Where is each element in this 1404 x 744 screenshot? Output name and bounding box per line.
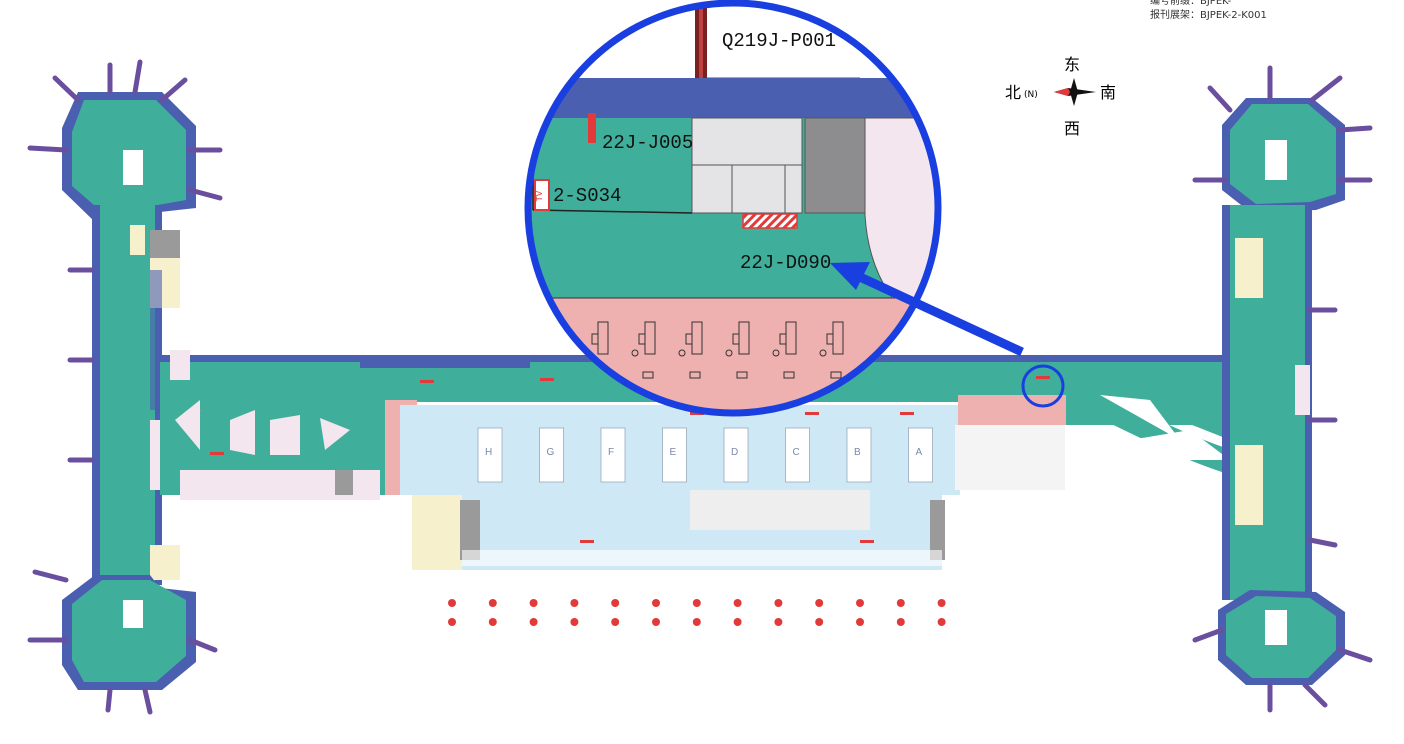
gate-marker-lower [611, 618, 620, 626]
seat-arm [826, 333, 834, 345]
gate-marker-upper [529, 599, 538, 607]
gate-marker-upper [774, 599, 783, 607]
counter-letter: H [485, 447, 492, 458]
check-in-islands [477, 427, 933, 483]
gate-marker-lower [692, 618, 701, 626]
compass-rose: 东 北 (N) 南 西 [1005, 55, 1116, 138]
gate-marker-lower [856, 618, 864, 626]
seat-foot [783, 371, 795, 379]
gate-marker-upper [733, 599, 742, 607]
jet-bridges-right [1192, 65, 1373, 713]
compass-south: 南 [1100, 83, 1116, 102]
seat-arm [638, 333, 646, 345]
seat-foot [830, 371, 842, 379]
compass-east: 东 [1064, 55, 1080, 74]
jet-bridges-left [27, 59, 223, 715]
concourse-details [210, 376, 1050, 543]
code-22j-d090: 22J-D090 [740, 252, 831, 274]
gate-marker-lower [448, 618, 456, 626]
gate-marker-lower [733, 618, 742, 626]
seat-arm [779, 333, 787, 345]
gate-marker-lower [570, 618, 579, 626]
compass-west: 西 [1064, 119, 1080, 138]
compass-north: 北 [1005, 83, 1021, 102]
seat-dot [631, 349, 639, 357]
counter-letter: D [731, 447, 738, 458]
check-in-island [723, 427, 749, 483]
seat-dot [819, 349, 827, 357]
gate-markers [448, 599, 946, 626]
tv-marker-label: TV [535, 190, 544, 202]
check-in-hall [400, 395, 1066, 570]
counter-letter: G [547, 447, 555, 458]
seat-foot [689, 371, 701, 379]
magnified-inset: TV Q219J-P001 22J-J005 2-S034 22J-D090 [524, 0, 942, 417]
seat-arm [732, 333, 740, 345]
gate-marker-upper [896, 599, 905, 607]
check-in-island [662, 427, 687, 483]
gate-marker-upper [815, 599, 824, 607]
seat-dot [725, 349, 733, 357]
counter-letter: F [608, 447, 614, 458]
counter-letter: C [793, 447, 800, 458]
gate-marker-upper [488, 599, 497, 607]
counter-letter: B [854, 447, 861, 458]
code-q219j-p001: Q219J-P001 [722, 30, 836, 52]
code-2-s034: 2-S034 [553, 185, 621, 207]
gate-marker-lower [652, 618, 660, 626]
gate-marker-upper [448, 599, 456, 607]
prefix-text: 编号前缀：BJPEK- [1150, 0, 1232, 7]
compass-north-code: (N) [1024, 90, 1038, 100]
gate-marker-lower [815, 618, 824, 626]
gate-marker-lower [488, 618, 497, 626]
code-22j-j005: 22J-J005 [602, 132, 693, 154]
gate-marker-upper [652, 599, 660, 607]
seat-dot [678, 349, 686, 357]
seat-arm [591, 333, 599, 345]
left-pier [62, 92, 196, 690]
gate-marker-lower [774, 618, 783, 626]
check-in-island [477, 427, 503, 483]
counter-letter: E [670, 447, 677, 458]
seat-dot [772, 349, 780, 357]
counter-letter: A [916, 447, 923, 458]
check-in-island [600, 427, 626, 483]
seat-foot [736, 371, 748, 379]
rack-code-text: 报刊展架：BJPEK-2-K001 [1150, 10, 1267, 21]
seat-foot [642, 371, 654, 379]
gate-marker-upper [570, 599, 579, 607]
gate-marker-lower [937, 618, 946, 626]
check-in-island [908, 427, 933, 483]
check-in-island [785, 427, 810, 483]
gate-marker-upper [611, 599, 620, 607]
gate-marker-lower [896, 618, 905, 626]
pointer-arrow [830, 262, 1024, 357]
gate-marker-upper [692, 599, 701, 607]
right-pier [1066, 98, 1345, 685]
check-in-island [846, 427, 872, 483]
seat-arm [685, 333, 693, 345]
gate-marker-upper [937, 599, 946, 607]
gate-marker-lower [529, 618, 538, 626]
check-in-island [539, 427, 564, 483]
gate-marker-upper [856, 599, 864, 607]
location-highlight-circle [1021, 364, 1065, 408]
